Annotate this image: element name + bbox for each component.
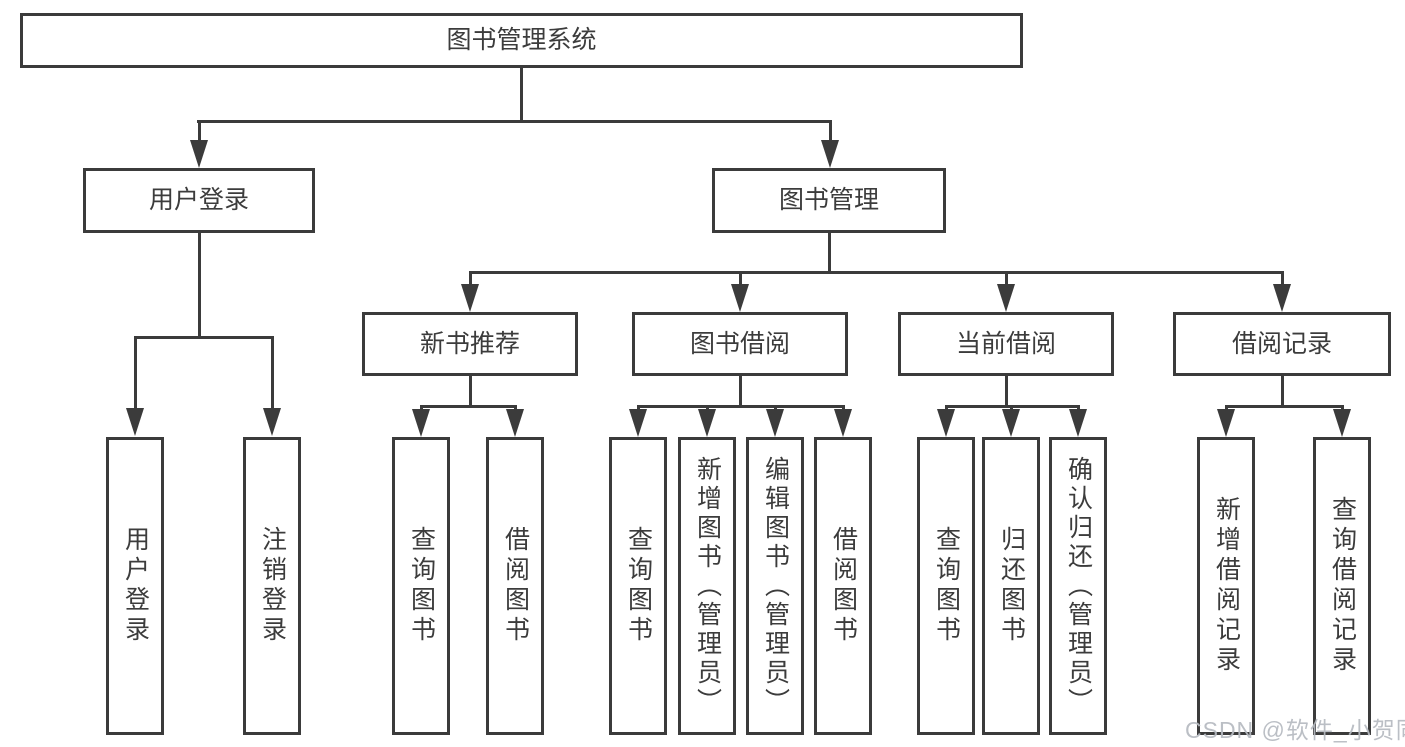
- node-root: 图书管理系统: [20, 13, 1023, 68]
- arrow-down-icon: [766, 409, 784, 437]
- node-root-label: 图书管理系统: [446, 26, 597, 54]
- connector-borrow-hline: [636, 405, 845, 408]
- connector-records-hline: [1224, 405, 1344, 408]
- connector-line: [513, 405, 517, 411]
- node-borrow-records-label: 借阅记录: [1231, 329, 1332, 358]
- leaf-label: 新增图书（管理员）: [693, 455, 722, 717]
- arrow-down-icon: [997, 284, 1015, 312]
- connector-mgmt-hline: [468, 271, 1283, 274]
- arrow-down-icon: [1273, 284, 1291, 312]
- connector-root-stem: [520, 68, 523, 120]
- connector-mgmt-stem: [827, 233, 831, 271]
- connector-login-hline: [133, 336, 274, 339]
- arrow-down-icon: [412, 409, 430, 437]
- connector-records-stem: [1280, 376, 1284, 405]
- node-user-login-label: 用户登录: [148, 186, 249, 214]
- connector-line: [419, 405, 423, 411]
- leaf-borrow-edit-admin: 编辑图书（管理员）: [746, 437, 804, 735]
- node-new-book-rec: 新书推荐: [362, 312, 578, 376]
- connector-line: [270, 336, 274, 409]
- connector-newbook-hline: [419, 405, 517, 408]
- leaf-label: 查询图书: [407, 526, 436, 646]
- arrow-down-icon: [731, 284, 749, 312]
- arrow-down-icon: [937, 409, 955, 437]
- connector-line: [1340, 405, 1344, 411]
- leaf-login-logout: 注销登录: [243, 437, 301, 735]
- node-borrow-records: 借阅记录: [1173, 312, 1391, 376]
- arrow-down-icon: [1333, 409, 1351, 437]
- leaf-borrow-borrow: 借阅图书: [814, 437, 872, 735]
- leaf-label: 确认归还（管理员）: [1064, 455, 1093, 717]
- leaf-label: 注销登录: [258, 526, 287, 646]
- node-current-borrow: 当前借阅: [898, 312, 1114, 376]
- arrow-down-icon: [461, 284, 479, 312]
- leaf-label: 借阅图书: [829, 526, 858, 646]
- connector-line: [1280, 271, 1284, 285]
- leaf-current-confirm-admin: 确认归还（管理员）: [1049, 437, 1107, 735]
- arrow-down-icon: [506, 409, 524, 437]
- leaf-current-return: 归还图书: [982, 437, 1040, 735]
- leaf-current-query: 查询图书: [917, 437, 975, 735]
- leaf-newbook-borrow: 借阅图书: [486, 437, 544, 735]
- leaf-borrow-add-admin: 新增图书（管理员）: [678, 437, 736, 735]
- node-book-mgmt: 图书管理: [712, 168, 946, 233]
- connector-line: [468, 271, 472, 285]
- connector-current-stem: [1004, 376, 1008, 405]
- arrow-down-icon: [1217, 409, 1235, 437]
- connector-line: [133, 336, 137, 409]
- arrow-down-icon: [190, 140, 208, 168]
- connector-line: [738, 271, 742, 285]
- watermark-text: CSDN @软件_小贺同学: [1185, 717, 1405, 743]
- connector-line: [197, 120, 201, 142]
- arrow-down-icon: [629, 409, 647, 437]
- leaf-newbook-query: 查询图书: [392, 437, 450, 735]
- leaf-label: 编辑图书（管理员）: [761, 455, 790, 717]
- arrow-down-icon: [821, 140, 839, 168]
- connector-line: [1076, 405, 1080, 411]
- leaf-label: 借阅图书: [501, 526, 530, 646]
- leaf-label: 查询图书: [624, 526, 653, 646]
- connector-line: [828, 120, 832, 142]
- connector-line: [636, 405, 640, 411]
- arrow-down-icon: [126, 408, 144, 436]
- connector-line: [944, 405, 948, 411]
- connector-line: [1004, 271, 1008, 285]
- connector-line: [1224, 405, 1228, 411]
- connector-line: [705, 405, 709, 411]
- node-book-borrow: 图书借阅: [632, 312, 848, 376]
- arrow-down-icon: [698, 409, 716, 437]
- arrow-down-icon: [834, 409, 852, 437]
- connector-borrow-stem: [738, 376, 742, 405]
- arrow-down-icon: [263, 408, 281, 436]
- leaf-borrow-query: 查询图书: [609, 437, 667, 735]
- leaf-label: 归还图书: [997, 526, 1026, 646]
- node-user-login: 用户登录: [83, 168, 315, 233]
- leaf-records-add: 新增借阅记录: [1197, 437, 1255, 735]
- leaf-records-query: 查询借阅记录: [1313, 437, 1371, 735]
- leaf-label: 查询图书: [932, 526, 961, 646]
- leaf-label: 查询借阅记录: [1328, 496, 1357, 676]
- connector-login-stem: [197, 233, 201, 336]
- leaf-login-user-login: 用户登录: [106, 437, 164, 735]
- leaf-label: 新增借阅记录: [1212, 496, 1241, 676]
- arrow-down-icon: [1002, 409, 1020, 437]
- connector-root-hline: [197, 120, 832, 123]
- arrow-down-icon: [1069, 409, 1087, 437]
- node-book-borrow-label: 图书借阅: [689, 329, 790, 358]
- node-book-mgmt-label: 图书管理: [778, 186, 879, 214]
- node-current-borrow-label: 当前借阅: [955, 329, 1056, 358]
- connector-line: [1009, 405, 1013, 411]
- leaf-label: 用户登录: [121, 526, 150, 646]
- connector-line: [773, 405, 777, 411]
- connector-line: [841, 405, 845, 411]
- connector-newbook-stem: [468, 376, 472, 405]
- node-new-book-rec-label: 新书推荐: [419, 329, 520, 358]
